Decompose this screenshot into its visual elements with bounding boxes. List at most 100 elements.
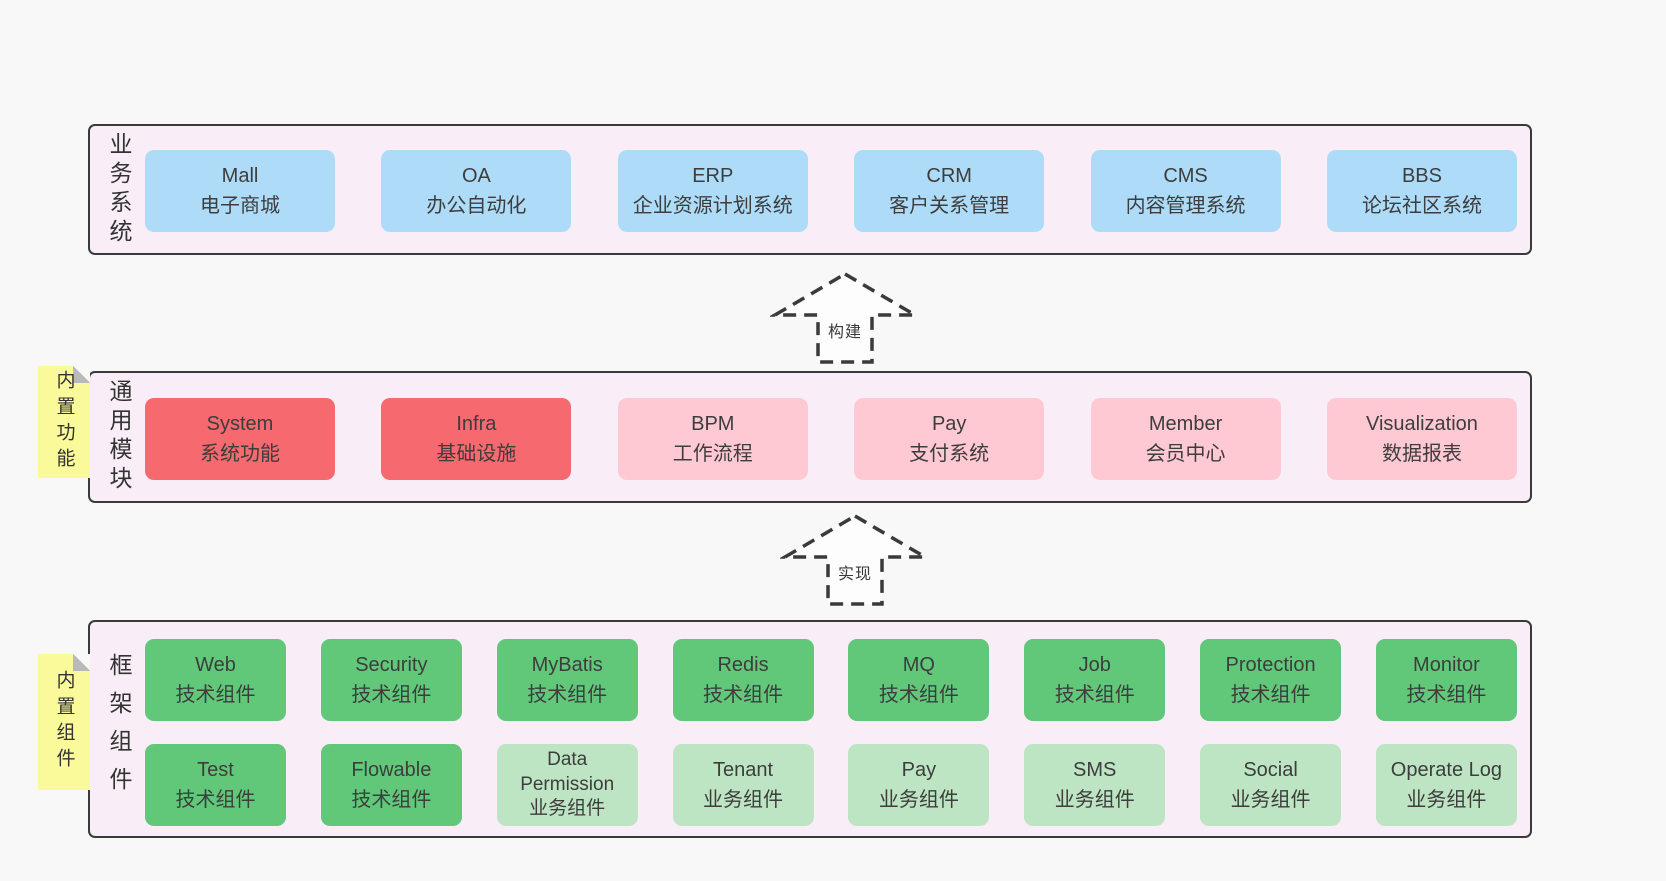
band-common-modules: 通用模块 System 系统功能 Infra 基础设施 BPM 工作流程 Pay… xyxy=(88,371,1532,503)
box-desc: 论坛社区系统 xyxy=(1361,195,1482,217)
box-name: Social xyxy=(1243,759,1298,781)
box-security: Security 技术组件 xyxy=(320,639,462,721)
box-desc: 技术组件 xyxy=(527,684,608,706)
box-name: Data Permission xyxy=(520,748,615,795)
box-social: Social 业务组件 xyxy=(1200,744,1342,826)
box-desc: 电子商城 xyxy=(200,195,280,217)
sticky-fold-icon xyxy=(73,366,90,383)
business-systems-row: Mall 电子商城 OA 办公自动化 ERP 企业资源计划系统 CRM 客户关系… xyxy=(145,150,1517,232)
box-desc: 技术组件 xyxy=(175,789,256,811)
dashed-up-arrow-icon xyxy=(780,513,930,606)
arrow-build-label: 构建 xyxy=(827,324,862,341)
box-oa: OA 办公自动化 xyxy=(381,150,572,232)
box-name: SMS xyxy=(1073,759,1117,781)
box-name: Test xyxy=(197,759,234,781)
box-desc: 工作流程 xyxy=(672,443,753,465)
box-desc: 技术组件 xyxy=(878,684,959,706)
box-name: BBS xyxy=(1401,165,1442,187)
box-name: MQ xyxy=(902,654,935,676)
box-pay-component: Pay 业务组件 xyxy=(848,744,990,826)
box-name: System xyxy=(206,413,274,435)
box-name: Member xyxy=(1148,413,1223,435)
box-name: Pay xyxy=(931,413,967,435)
framework-components-row-1: Web 技术组件 Security 技术组件 MyBatis 技术组件 Redi… xyxy=(145,639,1517,721)
box-desc: 系统功能 xyxy=(200,443,280,465)
box-name: Mall xyxy=(221,165,259,187)
box-name: Redis xyxy=(717,654,769,676)
box-data-permission: Data Permission 业务组件 xyxy=(496,744,638,826)
dashed-up-arrow-icon xyxy=(770,271,920,364)
box-desc: 数据报表 xyxy=(1381,443,1462,465)
box-desc: 基础设施 xyxy=(436,443,517,465)
box-crm: CRM 客户关系管理 xyxy=(854,150,1045,232)
box-desc: 业务组件 xyxy=(703,789,784,811)
box-desc: 业务组件 xyxy=(1230,789,1311,811)
box-desc: 内容管理系统 xyxy=(1125,195,1246,217)
box-desc: 技术组件 xyxy=(703,684,784,706)
sticky-built-in-features-label: 内置功能 xyxy=(53,370,75,474)
box-name: Security xyxy=(355,654,428,676)
box-desc: 业务组件 xyxy=(878,789,959,811)
box-flowable: Flowable 技术组件 xyxy=(320,744,462,826)
sticky-built-in-components-label: 内置组件 xyxy=(53,670,75,774)
box-name: Monitor xyxy=(1413,654,1480,676)
box-test: Test 技术组件 xyxy=(145,744,286,826)
box-mall: Mall 电子商城 xyxy=(145,150,335,232)
box-job: Job 技术组件 xyxy=(1024,639,1166,721)
box-tenant: Tenant 业务组件 xyxy=(672,744,814,826)
box-erp: ERP 企业资源计划系统 xyxy=(617,150,808,232)
box-protection: Protection 技术组件 xyxy=(1200,639,1342,721)
box-name: OA xyxy=(461,165,491,187)
box-name: Web xyxy=(195,654,236,676)
box-desc: 支付系统 xyxy=(909,443,990,465)
box-name: CMS xyxy=(1163,165,1208,187)
box-desc: 技术组件 xyxy=(1406,684,1487,706)
box-system: System 系统功能 xyxy=(145,398,335,480)
arrow-build: 构建 xyxy=(770,270,920,366)
band-framework-components: 框架组件 Web 技术组件 Security 技术组件 MyBatis 技术组件… xyxy=(88,620,1532,838)
box-desc: 技术组件 xyxy=(1054,684,1135,706)
sticky-built-in-features: 内置功能 xyxy=(38,366,90,478)
arrow-implement-label: 实现 xyxy=(837,566,872,583)
band-label-framework-components: 框架组件 xyxy=(106,653,132,805)
box-desc: 客户关系管理 xyxy=(889,195,1010,217)
box-name: Flowable xyxy=(351,759,432,781)
box-name: CRM xyxy=(926,165,972,187)
box-name: Protection xyxy=(1225,654,1316,676)
framework-components-row-2: Test 技术组件 Flowable 技术组件 Data Permission … xyxy=(145,744,1517,826)
box-pay: Pay 支付系统 xyxy=(854,398,1045,480)
box-mybatis: MyBatis 技术组件 xyxy=(496,639,638,721)
box-desc: 业务组件 xyxy=(1406,789,1487,811)
box-sms: SMS 业务组件 xyxy=(1024,744,1166,826)
box-bbs: BBS 论坛社区系统 xyxy=(1326,150,1517,232)
band-business-systems: 业务系统 Mall 电子商城 OA 办公自动化 ERP 企业资源计划系统 CRM… xyxy=(88,124,1532,255)
box-bpm: BPM 工作流程 xyxy=(617,398,808,480)
box-cms: CMS 内容管理系统 xyxy=(1090,150,1281,232)
sticky-built-in-components: 内置组件 xyxy=(38,654,90,790)
box-name: Visualization xyxy=(1365,413,1478,435)
box-desc: 业务组件 xyxy=(529,798,606,820)
box-name: MyBatis xyxy=(531,654,603,676)
box-desc: 技术组件 xyxy=(1230,684,1311,706)
box-name: Pay xyxy=(901,759,937,781)
box-desc: 企业资源计划系统 xyxy=(632,195,793,217)
box-infra: Infra 基础设施 xyxy=(381,398,572,480)
box-monitor: Monitor 技术组件 xyxy=(1375,639,1517,721)
box-desc: 会员中心 xyxy=(1145,443,1226,465)
box-mq: MQ 技术组件 xyxy=(848,639,990,721)
box-desc: 技术组件 xyxy=(175,684,256,706)
arrow-implement: 实现 xyxy=(780,512,930,608)
box-visualization: Visualization 数据报表 xyxy=(1326,398,1517,480)
box-name: BPM xyxy=(691,413,735,435)
box-member: Member 会员中心 xyxy=(1090,398,1281,480)
band-label-business-systems: 业务系统 xyxy=(106,131,132,248)
box-web: Web 技术组件 xyxy=(145,639,286,721)
box-name: Job xyxy=(1078,654,1111,676)
box-name: Tenant xyxy=(713,759,774,781)
box-name: ERP xyxy=(692,165,734,187)
box-redis: Redis 技术组件 xyxy=(672,639,814,721)
box-name: Infra xyxy=(456,413,497,435)
sticky-fold-icon xyxy=(73,654,90,671)
band-label-common-modules: 通用模块 xyxy=(106,379,132,495)
